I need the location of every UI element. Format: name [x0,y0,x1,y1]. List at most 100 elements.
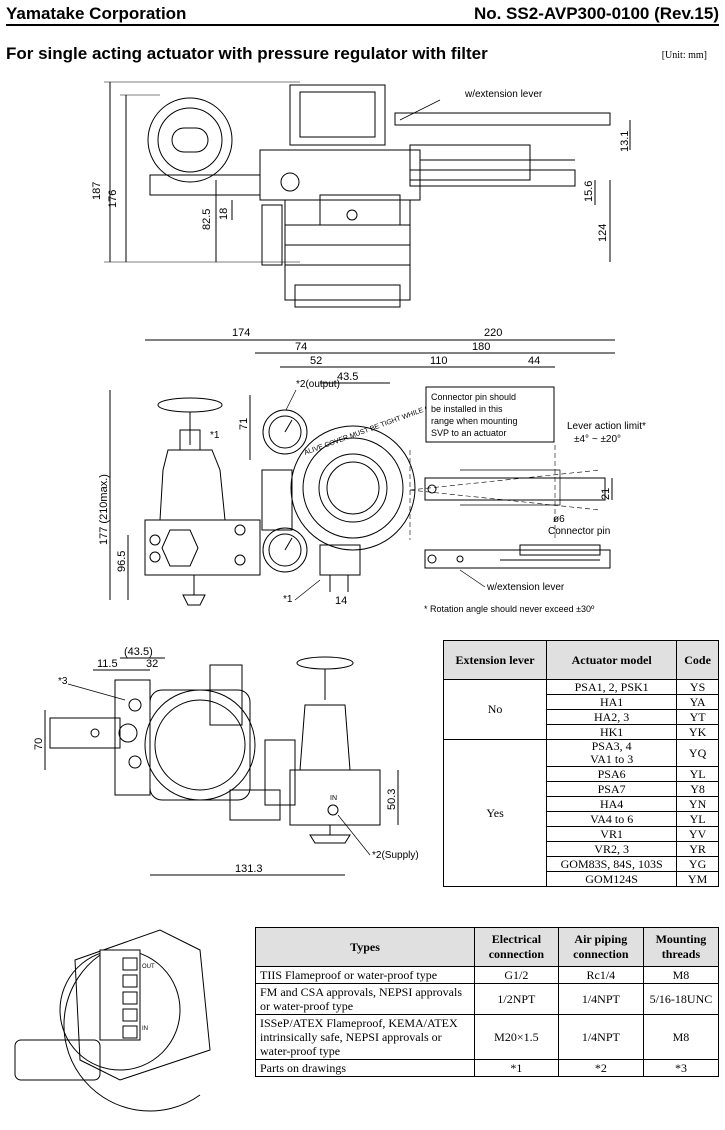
connector-note-3: range when mounting [431,416,518,426]
dim-50-3: 50.3 [386,789,398,810]
type-cell: FM and CSA approvals, NEPSI approvals or… [255,983,475,1015]
dim-21: 21 [600,488,612,500]
dim-187: 187 [91,182,103,200]
model-cell: VR1 [546,826,678,842]
lever-action-range: ±4° ~ ±20° [574,434,621,445]
lever-action-limit: Lever action limit* [567,421,646,432]
page-subtitle: For single acting actuator with pressure… [6,44,488,63]
col-ext-lever: Extension lever [442,640,548,680]
code-cell: YM [676,871,719,887]
dim-220: 220 [484,327,502,339]
dim-13-1: 13.1 [619,131,631,152]
dim-44: 44 [528,355,540,367]
model-cell: GOM124S [546,871,678,887]
type-cell: TIIS Flameproof or water-proof type [255,966,475,984]
code-cell: YR [676,841,719,857]
actuator-model-table: Extension lever Actuator model Code No P… [442,640,719,887]
model-cell: HA1 [546,694,678,710]
code-cell: Y8 [676,781,719,797]
col-electrical: Electrical connection [474,927,559,967]
dim-71: 71 [238,418,250,430]
star3-label: *3 [58,676,68,687]
supply-label: *2(Supply) [372,850,419,861]
model-cell: HK1 [546,724,678,740]
model-cell: VA4 to 6 [546,811,678,827]
col-air-piping: Air piping connection [557,927,644,967]
code-cell: YQ [676,739,719,767]
type-cell: ISSeP/ATEX Flameproof, KEMA/ATEX intrins… [255,1014,475,1060]
elec-cell: *1 [474,1059,559,1077]
connector-note-4: SVP to an actuator [431,428,506,438]
air-cell: 1/4NPT [557,983,644,1015]
dim-70: 70 [33,738,45,750]
code-cell: YV [676,826,719,842]
dim-43-5: 43.5 [337,371,358,383]
dim-52: 52 [310,355,322,367]
model-line: VA1 to 3 [590,752,634,766]
mount-cell: M8 [642,966,720,984]
terminal-in-label: IN [142,1026,148,1032]
company-name: Yamatake Corporation [6,4,187,23]
code-cell: YT [676,709,719,725]
page-header: Yamatake Corporation No. SS2-AVP300-0100… [6,2,719,26]
star1-top-label: *1 [210,430,220,441]
code-cell: YA [676,694,719,710]
model-cell: HA2, 3 [546,709,678,725]
ext-no: No [442,679,548,740]
terminal-out-label: OUT [142,964,155,970]
elec-cell: M20×1.5 [474,1014,559,1060]
connection-types-table: Types Electrical connection Air piping c… [255,927,720,1077]
mount-cell: 5/16-18UNC [642,983,720,1015]
dim-74: 74 [295,341,307,353]
star1-bottom-label: *1 [283,594,293,605]
code-cell: YN [676,796,719,812]
mount-cell: *3 [642,1059,720,1077]
rotation-note: * Rotation angle should never exceed ±30… [424,604,595,614]
model-cell: PSA6 [546,766,678,782]
dim-82-5: 82.5 [201,209,213,230]
drawing-terminal-box: OUT IN [14,929,211,1112]
dim-110: 110 [430,355,448,367]
elec-cell: G1/2 [474,966,559,984]
code-cell: YG [676,856,719,872]
col-actuator-model: Actuator model [546,640,678,680]
dim-180: 180 [472,341,490,353]
dim-14: 14 [335,595,347,607]
model-cell: HA4 [546,796,678,812]
connector-pin-label: Connector pin [548,526,610,537]
dim-15-6: 15.6 [583,181,595,202]
model-line: PSA3, 4 [591,739,632,753]
dim-32: 32 [146,658,158,670]
model-cell: GOM83S, 84S, 103S [546,856,678,872]
dim-124: 124 [597,224,609,242]
dim-11-5: 11.5 [97,658,118,670]
col-code: Code [676,640,719,680]
model-cell: PSA7 [546,781,678,797]
connector-note-2: be installed in this [431,404,503,414]
dim-174: 174 [232,327,250,339]
model-cell: PSA1, 2, PSK1 [546,679,678,695]
elec-cell: 1/2NPT [474,983,559,1015]
air-cell: 1/4NPT [557,1014,644,1060]
output-label: *2(output) [296,379,340,390]
dim-176: 176 [107,190,119,208]
code-cell: YL [676,811,719,827]
dim-131-3: 131.3 [235,863,263,875]
ext-lever-label-2: w/extension lever [486,582,565,593]
dim-177-210max: 177 (210max.) [98,474,110,545]
drawing-side-view: (43.5) 11.5 32 *3 70 IN 50.3 *2(Supply) [33,646,419,876]
code-cell: YS [676,679,719,695]
type-cell: Parts on drawings [255,1059,475,1077]
unit-note: [Unit: mm] [661,50,707,61]
model-cell: VR2, 3 [546,841,678,857]
dim-18: 18 [218,208,230,220]
dim-96-5: 96.5 [116,551,128,572]
ext-yes: Yes [442,739,548,887]
air-cell: Rc1/4 [557,966,644,984]
code-cell: YL [676,766,719,782]
drawing-front-view: 174 220 74 180 52 110 44 43.5 177 (210ma… [98,327,646,614]
ext-lever-label-1: w/extension lever [464,89,543,100]
phi-6-label: ø6 [553,514,565,525]
